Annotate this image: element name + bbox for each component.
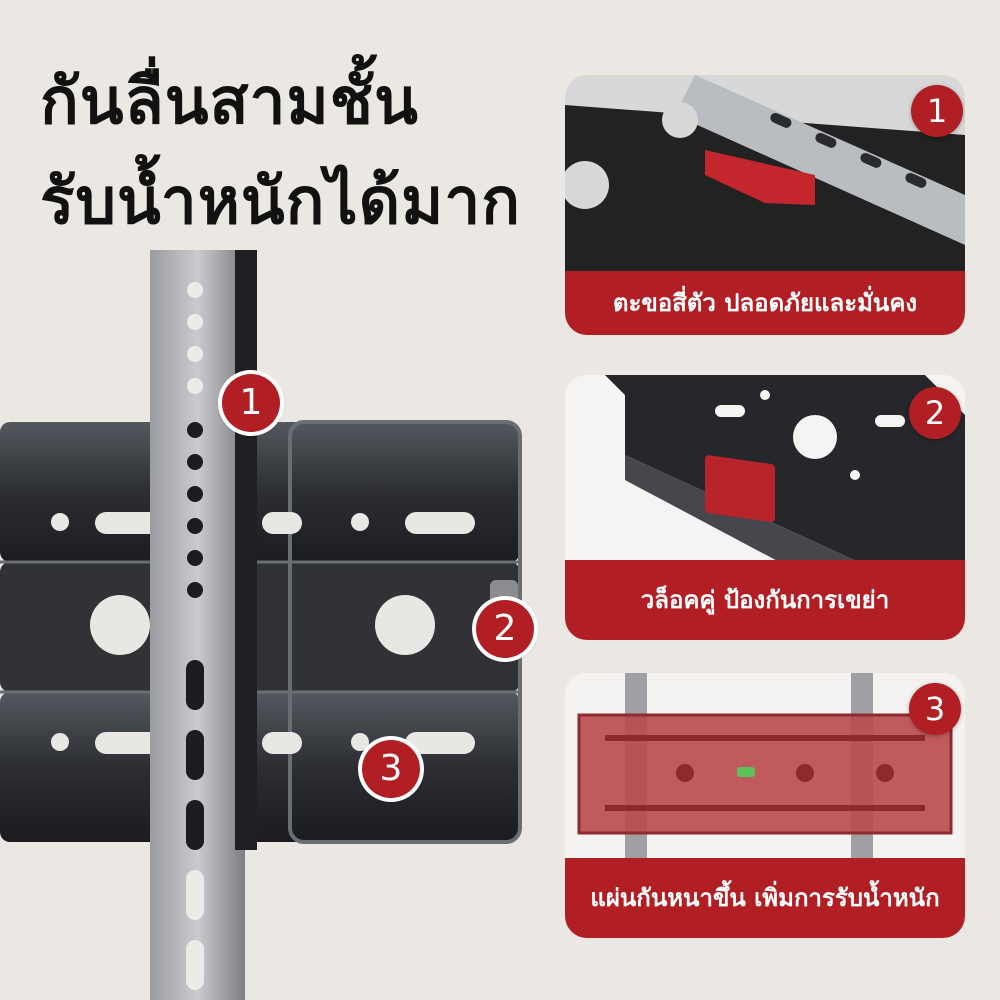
feature-card-3: 3 แผ่นกันหนาขึ้น เพิ่มการรับน้ำหนัก: [565, 673, 965, 938]
card-3-photo: [565, 673, 965, 863]
horizontal-rails: [0, 420, 522, 844]
card-2-photo: [565, 375, 965, 565]
bracket-drawing: [0, 250, 522, 1000]
card-1-caption: ตะขอสี่ตัว ปลอดภัยและมั่นคง: [565, 271, 965, 335]
card-1-badge: 1: [911, 85, 963, 137]
headline: กันลื่นสามชั้น รับน้ำหนักได้มาก: [40, 52, 521, 252]
card-3-badge: 3: [909, 683, 961, 735]
card-2-badge: 2: [909, 387, 961, 439]
card-2-caption: วล็อคคู่ ป้องกันการเขย่า: [565, 560, 965, 640]
headline-line-2: รับน้ำหนักได้มาก: [40, 165, 521, 239]
card-1-photo: [565, 75, 965, 275]
main-badge-1: 1: [222, 374, 280, 432]
card-3-caption: แผ่นกันหนาขึ้น เพิ่มการรับน้ำหนัก: [565, 858, 965, 938]
feature-card-1: 1 ตะขอสี่ตัว ปลอดภัยและมั่นคง: [565, 75, 965, 335]
main-badge-2: 2: [476, 600, 534, 658]
bracket-illustration: 1 2 3: [0, 250, 560, 1000]
headline-line-1: กันลื่นสามชั้น: [40, 65, 419, 139]
vertical-post: [150, 250, 257, 1000]
feature-card-2: 2 วล็อคคู่ ป้องกันการเขย่า: [565, 375, 965, 640]
main-badge-3: 3: [362, 740, 420, 798]
